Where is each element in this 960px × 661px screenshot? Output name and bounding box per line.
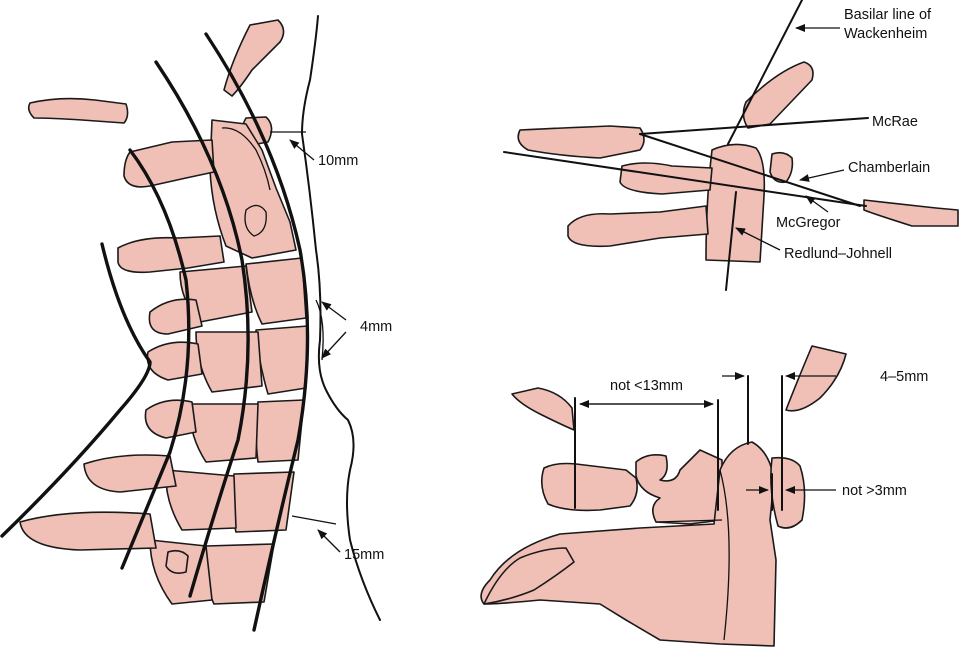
clivus (742, 61, 814, 129)
posterior-spinal-line (120, 148, 191, 570)
basilar-line-of-wackenheim (727, 0, 803, 145)
measure-4mm-arrow-bottom (321, 331, 347, 359)
atlantoaxial-panel: not <13mm 4–5mm not >3mm (480, 345, 928, 647)
anterior-vertebral-line (204, 32, 310, 632)
occiput-fragment (27, 97, 129, 124)
c3-spinous-process (148, 298, 203, 335)
atlas-anterior-arch (619, 162, 713, 195)
redlund-johnell-line (725, 191, 737, 291)
measure-15mm-leader (317, 529, 341, 553)
c4-articular-pillar (195, 331, 263, 393)
c1-lateral-mass (635, 449, 723, 525)
lateral-cervical-spine-panel: 10mm 4mm 15mm (0, 15, 392, 632)
spinolaminar-line (0, 242, 152, 538)
redlund-johnell-leader (735, 227, 781, 251)
chamberlain-line (503, 151, 867, 207)
c1-c2-joint-line (655, 519, 723, 523)
c1-posterior-arch (770, 456, 806, 529)
c2-spinous-process (117, 235, 225, 274)
c2-ring (244, 204, 267, 237)
dens-outline (221, 127, 271, 191)
chamberlain-label: Chamberlain (848, 160, 930, 176)
redlund-johnell-label: Redlund–Johnell (784, 246, 892, 262)
posterior-vertebral-line (154, 60, 250, 598)
c3-vertebral-body (245, 257, 307, 325)
c1-anterior-arch (540, 462, 638, 512)
craniovertebral-lines-panel: Basilar line of Wackenheim McRae Chamber… (503, 0, 959, 291)
mcgregor-leader (805, 195, 829, 213)
c7-spinous-process (19, 511, 157, 551)
measure-4mm-arrow-top (321, 301, 347, 321)
clivus-tip (785, 345, 847, 412)
measure-4-5mm-label: 4–5mm (880, 369, 928, 385)
opisthion-fragment (863, 199, 959, 227)
t1-fragment (165, 549, 189, 574)
mcgregor-line (639, 133, 861, 207)
measure-15mm-label: 15mm (344, 547, 384, 563)
basion (511, 387, 575, 431)
prevertebral-soft-tissue-line (300, 15, 381, 621)
mcrae-label: McRae (872, 114, 918, 130)
measure-15mm-top (291, 515, 337, 525)
c5-spinous-process (144, 399, 197, 439)
measure-10mm-leader (289, 139, 315, 161)
axis-body (567, 205, 709, 248)
measure-4mm-label: 4mm (360, 319, 392, 335)
not-lt-13mm-label: not <13mm (610, 378, 683, 394)
measure-10mm-label: 10mm (318, 153, 358, 169)
c5-articular-pillar (189, 403, 259, 463)
mcgregor-label: McGregor (776, 215, 841, 231)
c7-vertebral-body (203, 543, 275, 605)
dens-inner-line (719, 469, 730, 641)
basilar-line-label-line1: Basilar line of (844, 7, 932, 23)
clivus-fragment (223, 19, 285, 97)
not-gt-3mm-label: not >3mm (842, 483, 907, 499)
c5-vertebral-body (255, 399, 305, 463)
c4-vertebral-body (255, 325, 309, 395)
mcrae-line (639, 117, 869, 135)
c4-spinous-process (146, 341, 203, 381)
chamberlain-leader (799, 169, 845, 182)
basion-fragment (517, 125, 645, 159)
c2-spinous-process (483, 547, 575, 605)
basilar-line-label-line2: Wackenheim (844, 26, 927, 42)
atlas-posterior-tubercle (769, 151, 794, 184)
